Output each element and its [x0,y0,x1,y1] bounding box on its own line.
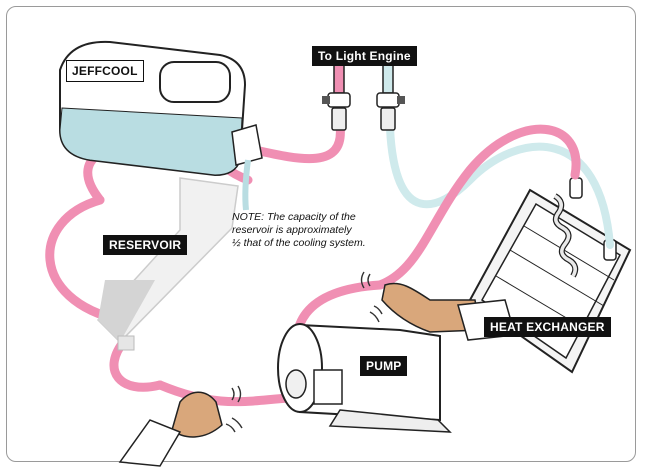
note-line-2: reservoir is approximately [232,224,352,236]
heat-exchanger-label: HEAT EXCHANGER [484,317,611,337]
capacity-note: NOTE: The capacity of the reservoir is a… [232,211,412,250]
to-light-engine-label: To Light Engine [312,46,417,66]
note-line-3: ½ that of the cooling system. [232,237,366,249]
pump-label: PUMP [360,356,408,376]
quick-connect-fittings [322,64,405,131]
vibration-marks [225,271,383,433]
reservoir-bottle [96,177,239,351]
diagram-frame [6,6,636,462]
cool-return-tube [386,124,614,249]
jeffcool-label: JEFFCOOL [66,60,144,82]
reservoir-label: RESERVOIR [103,235,188,255]
note-line-1: NOTE: The capacity of the [232,211,356,223]
pump [277,323,452,433]
